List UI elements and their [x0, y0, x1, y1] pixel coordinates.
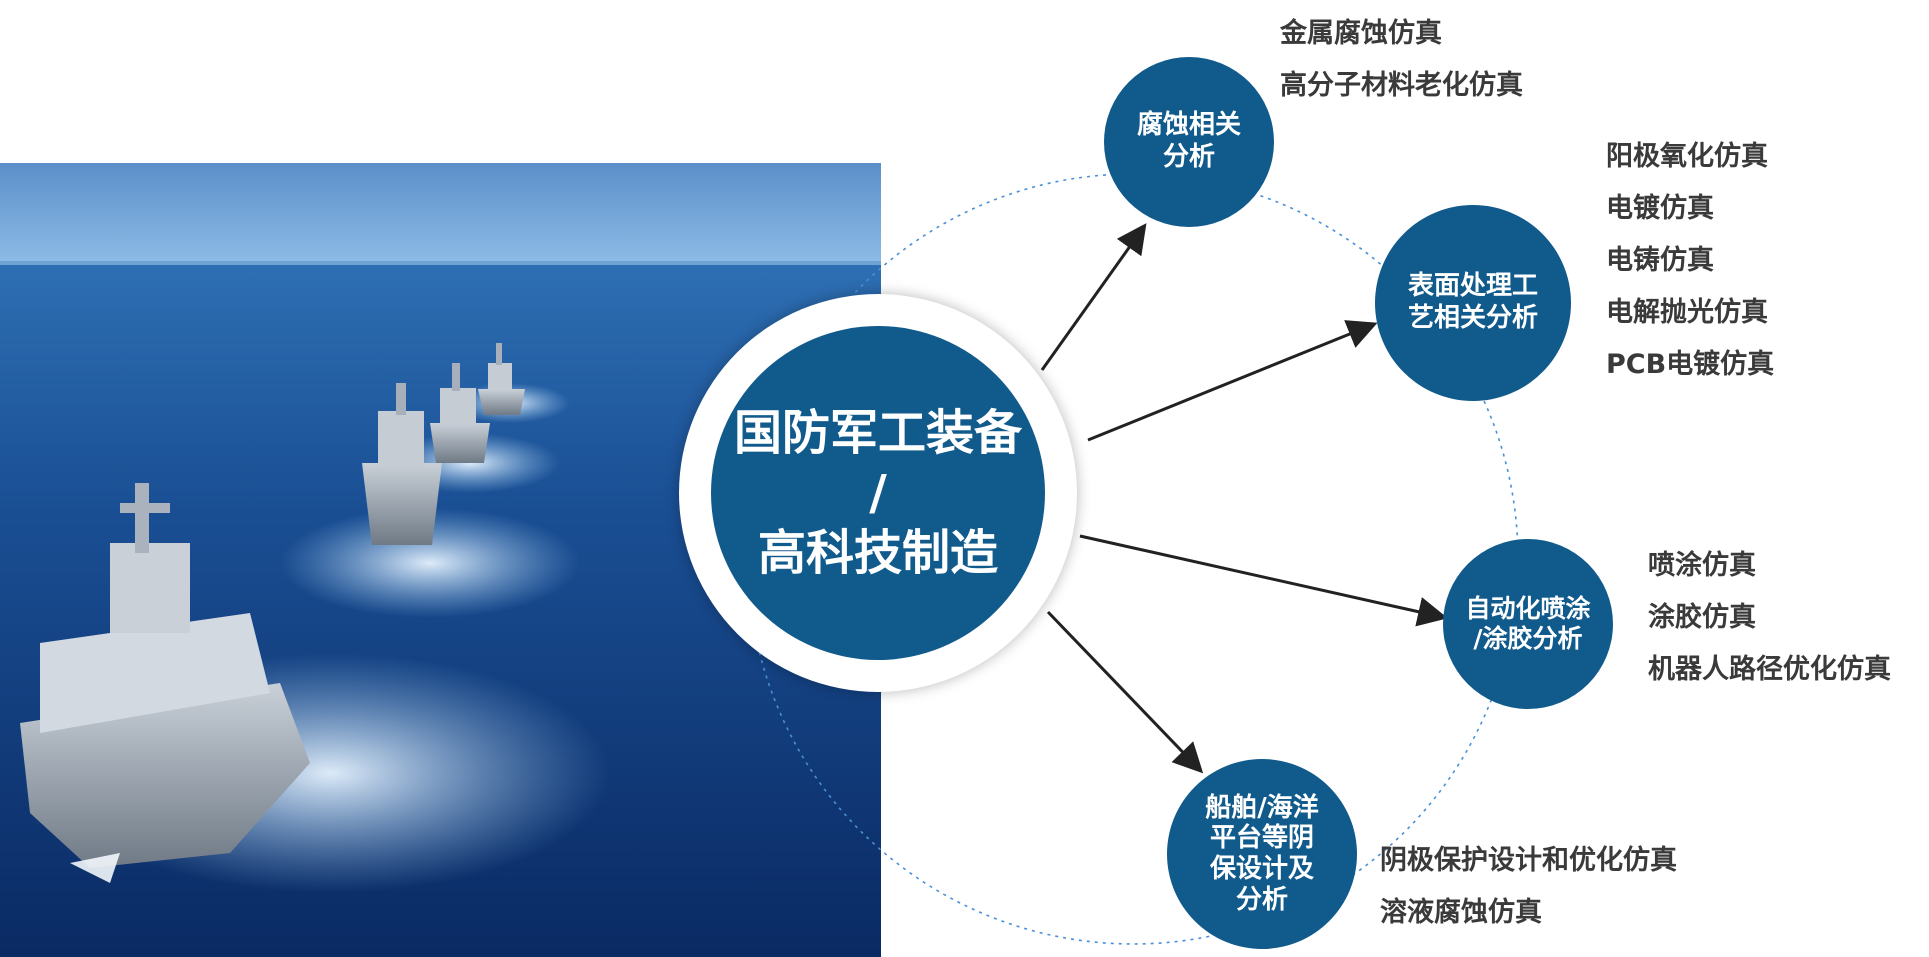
list-item: 金属腐蚀仿真 — [1280, 18, 1442, 49]
surface-item-list: 阳极氧化仿真 电镀仿真 电铸仿真 电解抛光仿真 PCB电镀仿真 — [1606, 131, 1774, 391]
node-label: 自动化喷涂 /涂胶分析 — [1465, 593, 1591, 654]
list-item: 溶液腐蚀仿真 — [1380, 897, 1542, 928]
node-label: 表面处理工 艺相关分析 — [1407, 271, 1538, 333]
list-item: PCB电镀仿真 — [1606, 349, 1775, 380]
list-item: 机器人路径优化仿真 — [1648, 654, 1891, 685]
hub-node: 国防军工装备 / 高科技制造 — [711, 326, 1045, 660]
list-item: 喷涂仿真 — [1648, 550, 1756, 581]
list-item: 高分子材料老化仿真 — [1280, 70, 1523, 101]
marine-item-list: 阴极保护设计和优化仿真 溶液腐蚀仿真 — [1380, 835, 1677, 939]
arrow-to-spray — [1079, 534, 1448, 627]
list-item: 阳极氧化仿真 — [1606, 141, 1768, 172]
list-item: 电铸仿真 — [1606, 245, 1714, 276]
spray-item-list: 喷涂仿真 涂胶仿真 机器人路径优化仿真 — [1648, 540, 1891, 696]
node-spray-coating-analysis: 自动化喷涂 /涂胶分析 — [1443, 539, 1613, 709]
list-item: 涂胶仿真 — [1648, 602, 1756, 633]
corrosion-item-list: 金属腐蚀仿真 高分子材料老化仿真 — [1280, 8, 1523, 112]
hub-label: 国防军工装备 / 高科技制造 — [733, 405, 1022, 581]
arrow-to-marine — [1046, 610, 1204, 774]
arrow-to-corrosion — [1040, 223, 1147, 371]
node-label: 腐蚀相关 分析 — [1136, 110, 1241, 172]
node-surface-treatment-analysis: 表面处理工 艺相关分析 — [1375, 205, 1571, 401]
list-item: 阴极保护设计和优化仿真 — [1380, 845, 1677, 876]
node-corrosion-analysis: 腐蚀相关 分析 — [1104, 57, 1274, 227]
list-item: 电解抛光仿真 — [1606, 297, 1768, 328]
arrow-to-surface — [1087, 320, 1378, 442]
node-marine-cathodic-protection: 船舶/海洋 平台等阴 保设计及 分析 — [1167, 759, 1357, 949]
node-label: 船舶/海洋 平台等阴 保设计及 分析 — [1205, 792, 1319, 915]
list-item: 电镀仿真 — [1606, 193, 1714, 224]
